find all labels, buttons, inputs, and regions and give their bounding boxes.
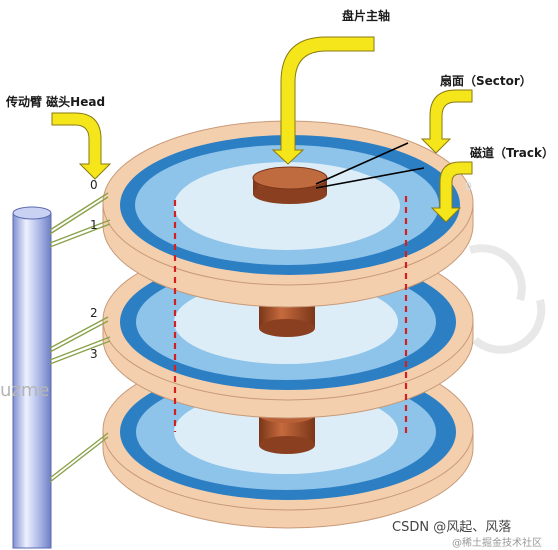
arrow-arm-head xyxy=(51,112,112,180)
sector-lines xyxy=(315,142,425,189)
track-number-0: 0 xyxy=(465,180,472,193)
left-watermark: uzme xyxy=(0,380,50,401)
head-number-3: 3 xyxy=(90,347,98,361)
platter-top xyxy=(102,120,474,308)
arrow-sector xyxy=(420,89,473,154)
head-number-0: 0 xyxy=(90,178,98,192)
background-watermark-logo xyxy=(468,244,546,354)
arm-head-label: 传动臂 磁头Head xyxy=(6,95,106,109)
sector-label: 扇面（Sector） xyxy=(440,74,532,88)
spindle-label: 盘片主轴 xyxy=(342,9,391,23)
head-number-2: 2 xyxy=(90,306,98,320)
arrow-spindle xyxy=(271,36,375,165)
arrow-track xyxy=(430,161,473,223)
actuator-column xyxy=(12,206,52,549)
head-number-1: 1 xyxy=(90,218,98,232)
head-arms xyxy=(49,192,111,483)
community-watermark: @稀土掘金技术社区 xyxy=(452,538,542,549)
track-label: 磁道（Track） xyxy=(470,146,554,160)
spindle-cap-top xyxy=(252,166,328,204)
csdn-credit: CSDN @风起、风落 xyxy=(392,520,512,535)
